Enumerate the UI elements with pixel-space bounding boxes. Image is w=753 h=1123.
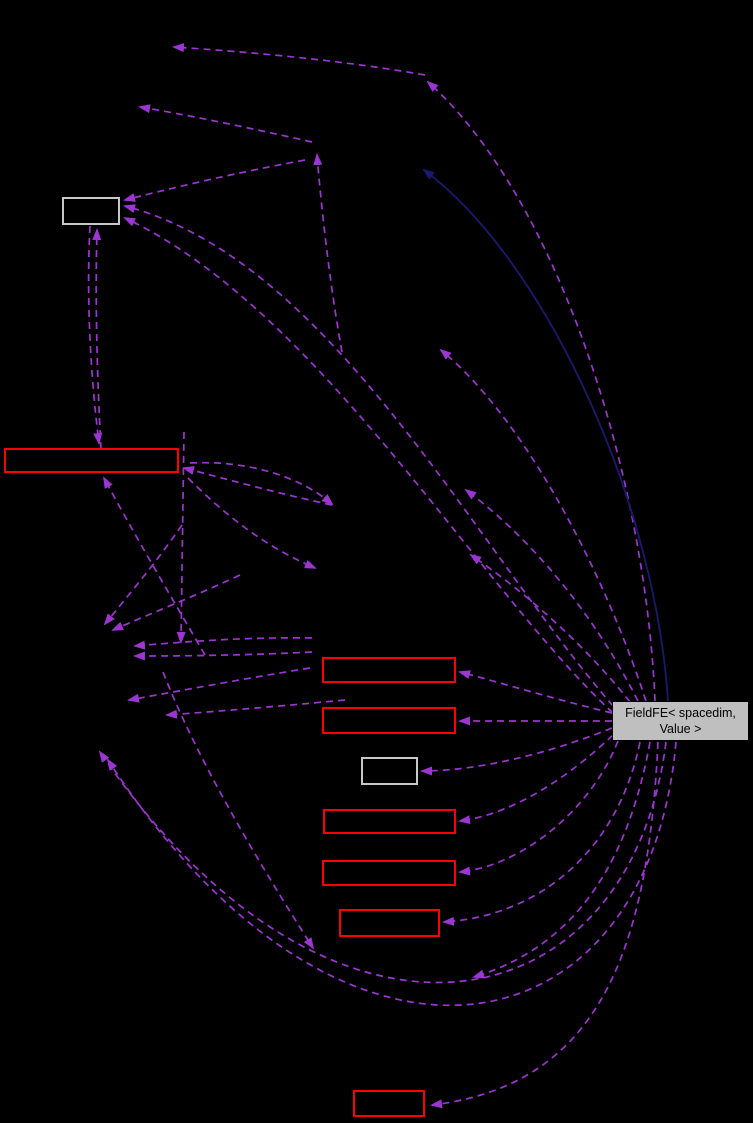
edge-fieldfe-to-farleft-a — [98, 741, 667, 984]
edge-fieldfe-to-whitebox1-b — [123, 217, 614, 714]
edge-hub-to-left-2 — [133, 651, 313, 661]
node-white-box-top-left[interactable] — [62, 197, 120, 225]
node-red-box-mid-5[interactable] — [339, 909, 440, 937]
edge-to-leftnode-a — [103, 524, 183, 626]
node-red-box-mid-2[interactable] — [322, 707, 456, 734]
edge-fieldfe-to-bottomnode — [472, 741, 651, 979]
edge-fieldfe-to-topnode-solid — [422, 168, 669, 702]
edges-layer — [87, 43, 677, 1109]
node-fieldfe-label-line1: FieldFE< spacedim, — [625, 705, 736, 720]
node-red-box-bottom[interactable] — [353, 1090, 425, 1117]
edge-leftnode-to-bottomhub — [162, 671, 315, 950]
edge-fieldfe-to-mid-2 — [464, 488, 639, 702]
edge-redboxleft-to-whitebox1 — [92, 228, 102, 450]
node-white-box-mid[interactable] — [361, 757, 418, 785]
edge-up-into-redboxleft — [103, 476, 206, 656]
edge-tophub-to-whitebox1 — [123, 159, 306, 202]
edge-fieldfe-to-redbox-mid-4 — [458, 740, 619, 876]
edge-to-leftnode-b — [111, 574, 241, 631]
edge-fieldfe-to-redbox-mid-5 — [442, 741, 641, 926]
edge-mid-into-redboxleft — [182, 466, 333, 506]
node-fieldfe[interactable]: FieldFE< spacedim, Value > — [612, 701, 749, 741]
edge-hub-to-left-3 — [127, 667, 311, 703]
edge-cluster-to-midhub-b — [187, 477, 317, 569]
edge-fieldfe-to-mid-3 — [469, 553, 631, 703]
edge-tophub-to-topleft-2 — [138, 104, 313, 143]
edge-fieldfe-to-redbox-bottom — [430, 741, 659, 1109]
node-red-box-mid-1[interactable] — [322, 657, 456, 683]
edge-fieldfe-to-topnode — [426, 80, 656, 702]
edge-fieldfe-to-redbox-mid-1 — [458, 670, 613, 714]
edge-tophub-to-topleft-1 — [172, 43, 426, 76]
node-red-box-mid-4[interactable] — [322, 860, 456, 886]
edge-hub-to-left-4 — [165, 699, 346, 719]
node-fieldfe-label-line2: Value > — [659, 722, 702, 736]
edge-fieldfe-to-whitebox1-a — [123, 204, 614, 707]
edge-fieldfe-to-redbox-mid-3 — [458, 734, 614, 825]
edge-cluster-down — [176, 431, 186, 644]
nodes-layer — [4, 197, 456, 1117]
node-red-box-mid-3[interactable] — [323, 809, 456, 834]
edge-fieldfe-to-mid-1 — [439, 348, 647, 702]
edge-fieldfe-to-whitebox-mid — [420, 727, 613, 776]
edge-whitebox1-to-redboxleft — [87, 225, 103, 445]
edge-fieldfe-to-farleft-b — [106, 741, 677, 1006]
edge-cluster-to-midhub-a — [189, 461, 334, 506]
node-red-box-left[interactable] — [4, 448, 179, 473]
edge-midhub-to-tophub — [313, 153, 343, 353]
edge-hub-to-left-1 — [133, 637, 313, 650]
